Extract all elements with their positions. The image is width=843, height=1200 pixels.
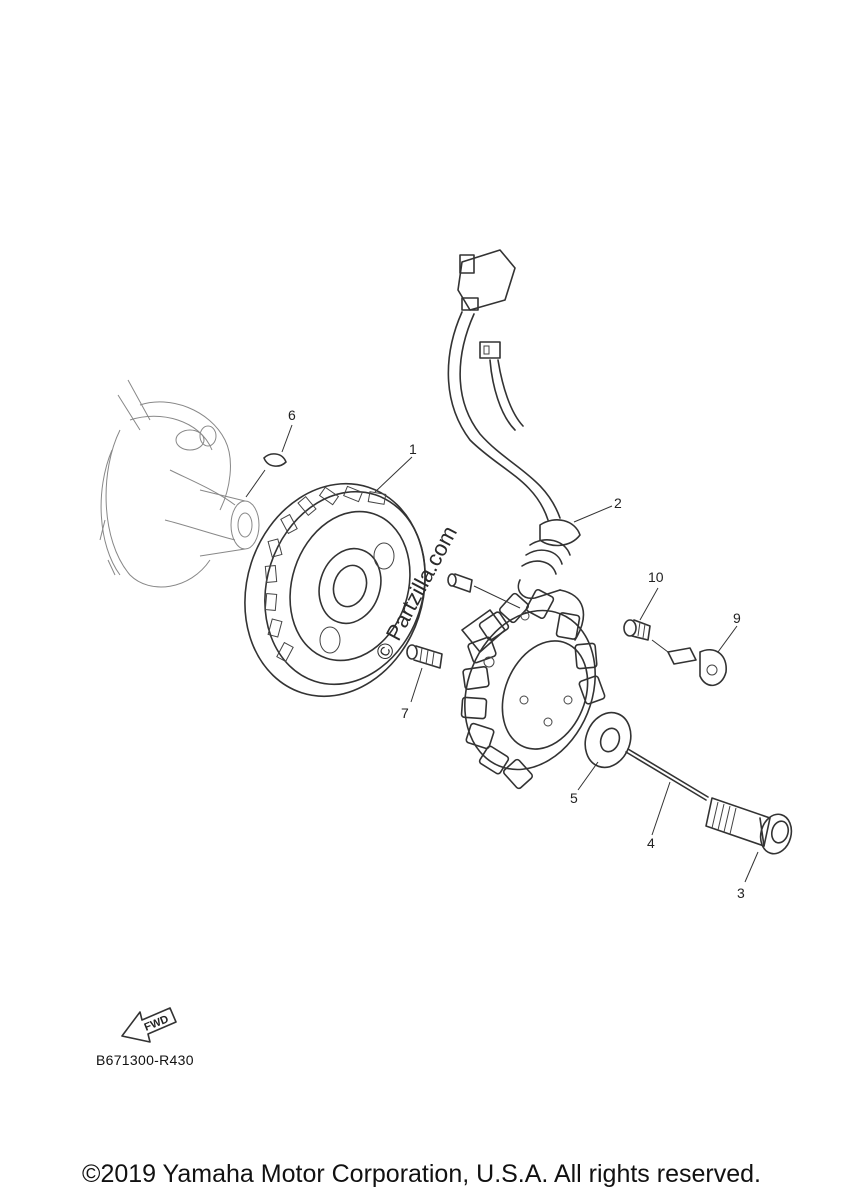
forward-arrow-icon: FWD — [121, 1007, 177, 1043]
callout-3: 3 — [737, 885, 745, 901]
callout-7: 7 — [401, 705, 409, 721]
callout-2: 2 — [614, 495, 622, 511]
callout-10: 10 — [648, 569, 664, 585]
screw-part-10 — [623, 587, 669, 653]
callout-9: 9 — [733, 610, 741, 626]
callout-4: 4 — [647, 835, 655, 851]
diagram-code: B671300-R430 — [96, 1052, 194, 1068]
woodruff-key-part-6 — [245, 424, 293, 498]
rod-part-4 — [625, 748, 709, 836]
screw-part-7 — [406, 573, 521, 703]
callout-1: 1 — [409, 441, 417, 457]
bolt-part-3 — [705, 797, 793, 883]
stator-harness-part-2 — [447, 249, 613, 600]
callout-5: 5 — [570, 790, 578, 806]
stator-coil-assembly — [460, 588, 606, 790]
flywheel-rotor-part-1 — [244, 456, 426, 698]
clamp-part-9 — [667, 625, 738, 687]
callout-6: 6 — [288, 407, 296, 423]
washer-part-5 — [577, 711, 632, 791]
copyright-notice: ©2019 Yamaha Motor Corporation, U.S.A. A… — [82, 1160, 761, 1188]
crankcase-drawing — [99, 379, 260, 588]
